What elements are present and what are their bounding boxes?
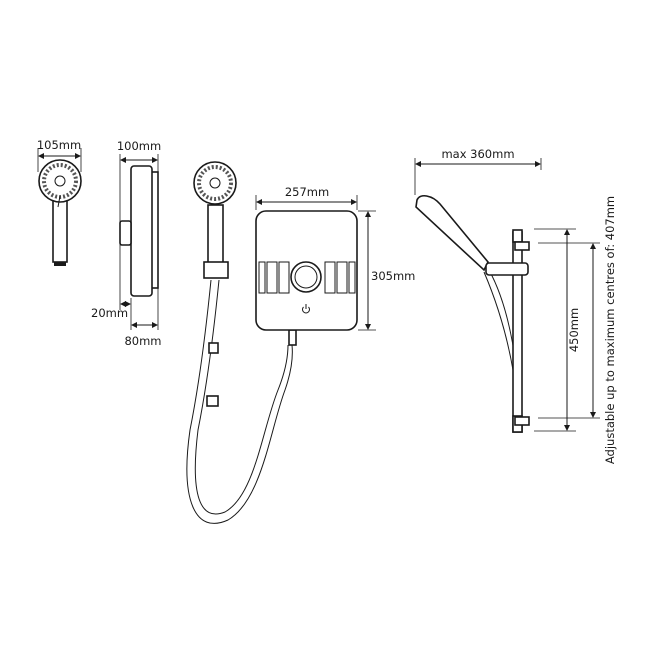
dim-unit-depth: 100mm bbox=[117, 139, 161, 153]
dim-riser-length: 450mm bbox=[567, 308, 581, 352]
dim-unit-width: 257mm bbox=[285, 185, 329, 199]
unit-front-view: 257mm 305mm bbox=[186, 161, 415, 524]
rail-slider bbox=[485, 262, 529, 276]
dim-handset-reach: max 360mm bbox=[441, 147, 514, 161]
handset-side bbox=[415, 195, 489, 272]
dim-body-depth: 80mm bbox=[124, 334, 161, 348]
dim-wall-gap: 20mm bbox=[91, 306, 128, 320]
handset-holder bbox=[203, 261, 229, 279]
hose bbox=[186, 279, 293, 524]
power-icon bbox=[302, 304, 310, 314]
dim-unit-height: 305mm bbox=[371, 269, 415, 283]
dim-riser-centres: Adjustable up to maximum centres of: 407… bbox=[603, 196, 617, 464]
handset-front-view: 105mm bbox=[37, 138, 82, 266]
riser-rail-view: max 360mm 450mm Adjustable up to maximum… bbox=[414, 147, 617, 464]
control-panel bbox=[258, 261, 356, 314]
riser-rail bbox=[512, 231, 523, 433]
dim-handset-width: 105mm bbox=[37, 138, 81, 152]
unit-side-view: 100mm 20mm 80mm bbox=[91, 139, 162, 348]
